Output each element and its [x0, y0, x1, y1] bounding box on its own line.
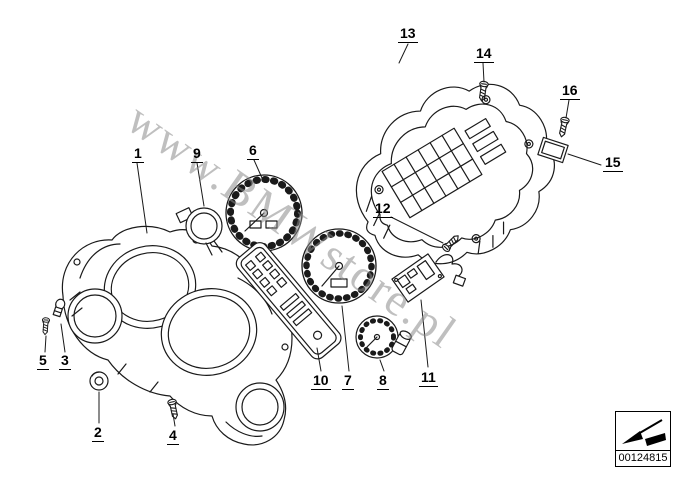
part-label-14[interactable]: 14: [474, 45, 494, 63]
part-label-15[interactable]: 15: [603, 154, 623, 172]
part-label-6[interactable]: 6: [247, 142, 259, 160]
part-label-10[interactable]: 10: [311, 372, 331, 390]
overlay-strip-drawing: [235, 242, 342, 360]
plate-part-drawing: [537, 136, 569, 164]
front-bezel-drawing: [61, 225, 293, 446]
part-label-9[interactable]: 9: [191, 145, 203, 163]
screw-5-drawing: [40, 317, 51, 336]
grommet-drawing: [89, 371, 109, 391]
screw-12-drawing: [440, 232, 462, 254]
diagram-arrow-icon: [622, 419, 666, 446]
part-label-2[interactable]: 2: [92, 424, 104, 442]
part-label-5[interactable]: 5: [37, 352, 49, 370]
part-label-3[interactable]: 3: [59, 352, 71, 370]
diagram-stamp: 00124815: [615, 411, 671, 467]
screw-16-drawing: [556, 115, 571, 139]
part-label-12[interactable]: 12: [373, 200, 393, 218]
indicator-gauge-drawing: [175, 207, 223, 256]
part-label-7[interactable]: 7: [342, 372, 354, 390]
part-label-8[interactable]: 8: [377, 372, 389, 390]
fuel-gauge-drawing: [355, 315, 412, 359]
pcb-module-drawing: [391, 253, 467, 303]
part-label-13[interactable]: 13: [398, 25, 418, 43]
connector-grid: [381, 117, 507, 219]
bulb-drawing: [52, 298, 66, 318]
part-label-4[interactable]: 4: [167, 427, 179, 445]
diagram-stamp-box: [615, 411, 671, 451]
part-label-1[interactable]: 1: [132, 145, 144, 163]
speedometer-dial-drawing: [225, 174, 303, 252]
leader-lines: [44, 43, 602, 427]
diagram-part-number: 00124815: [615, 451, 671, 467]
tachometer-dial-drawing: [301, 228, 377, 304]
rear-housing-drawing: [355, 83, 555, 265]
part-label-11[interactable]: 11: [419, 369, 438, 387]
part-label-16[interactable]: 16: [560, 82, 580, 100]
